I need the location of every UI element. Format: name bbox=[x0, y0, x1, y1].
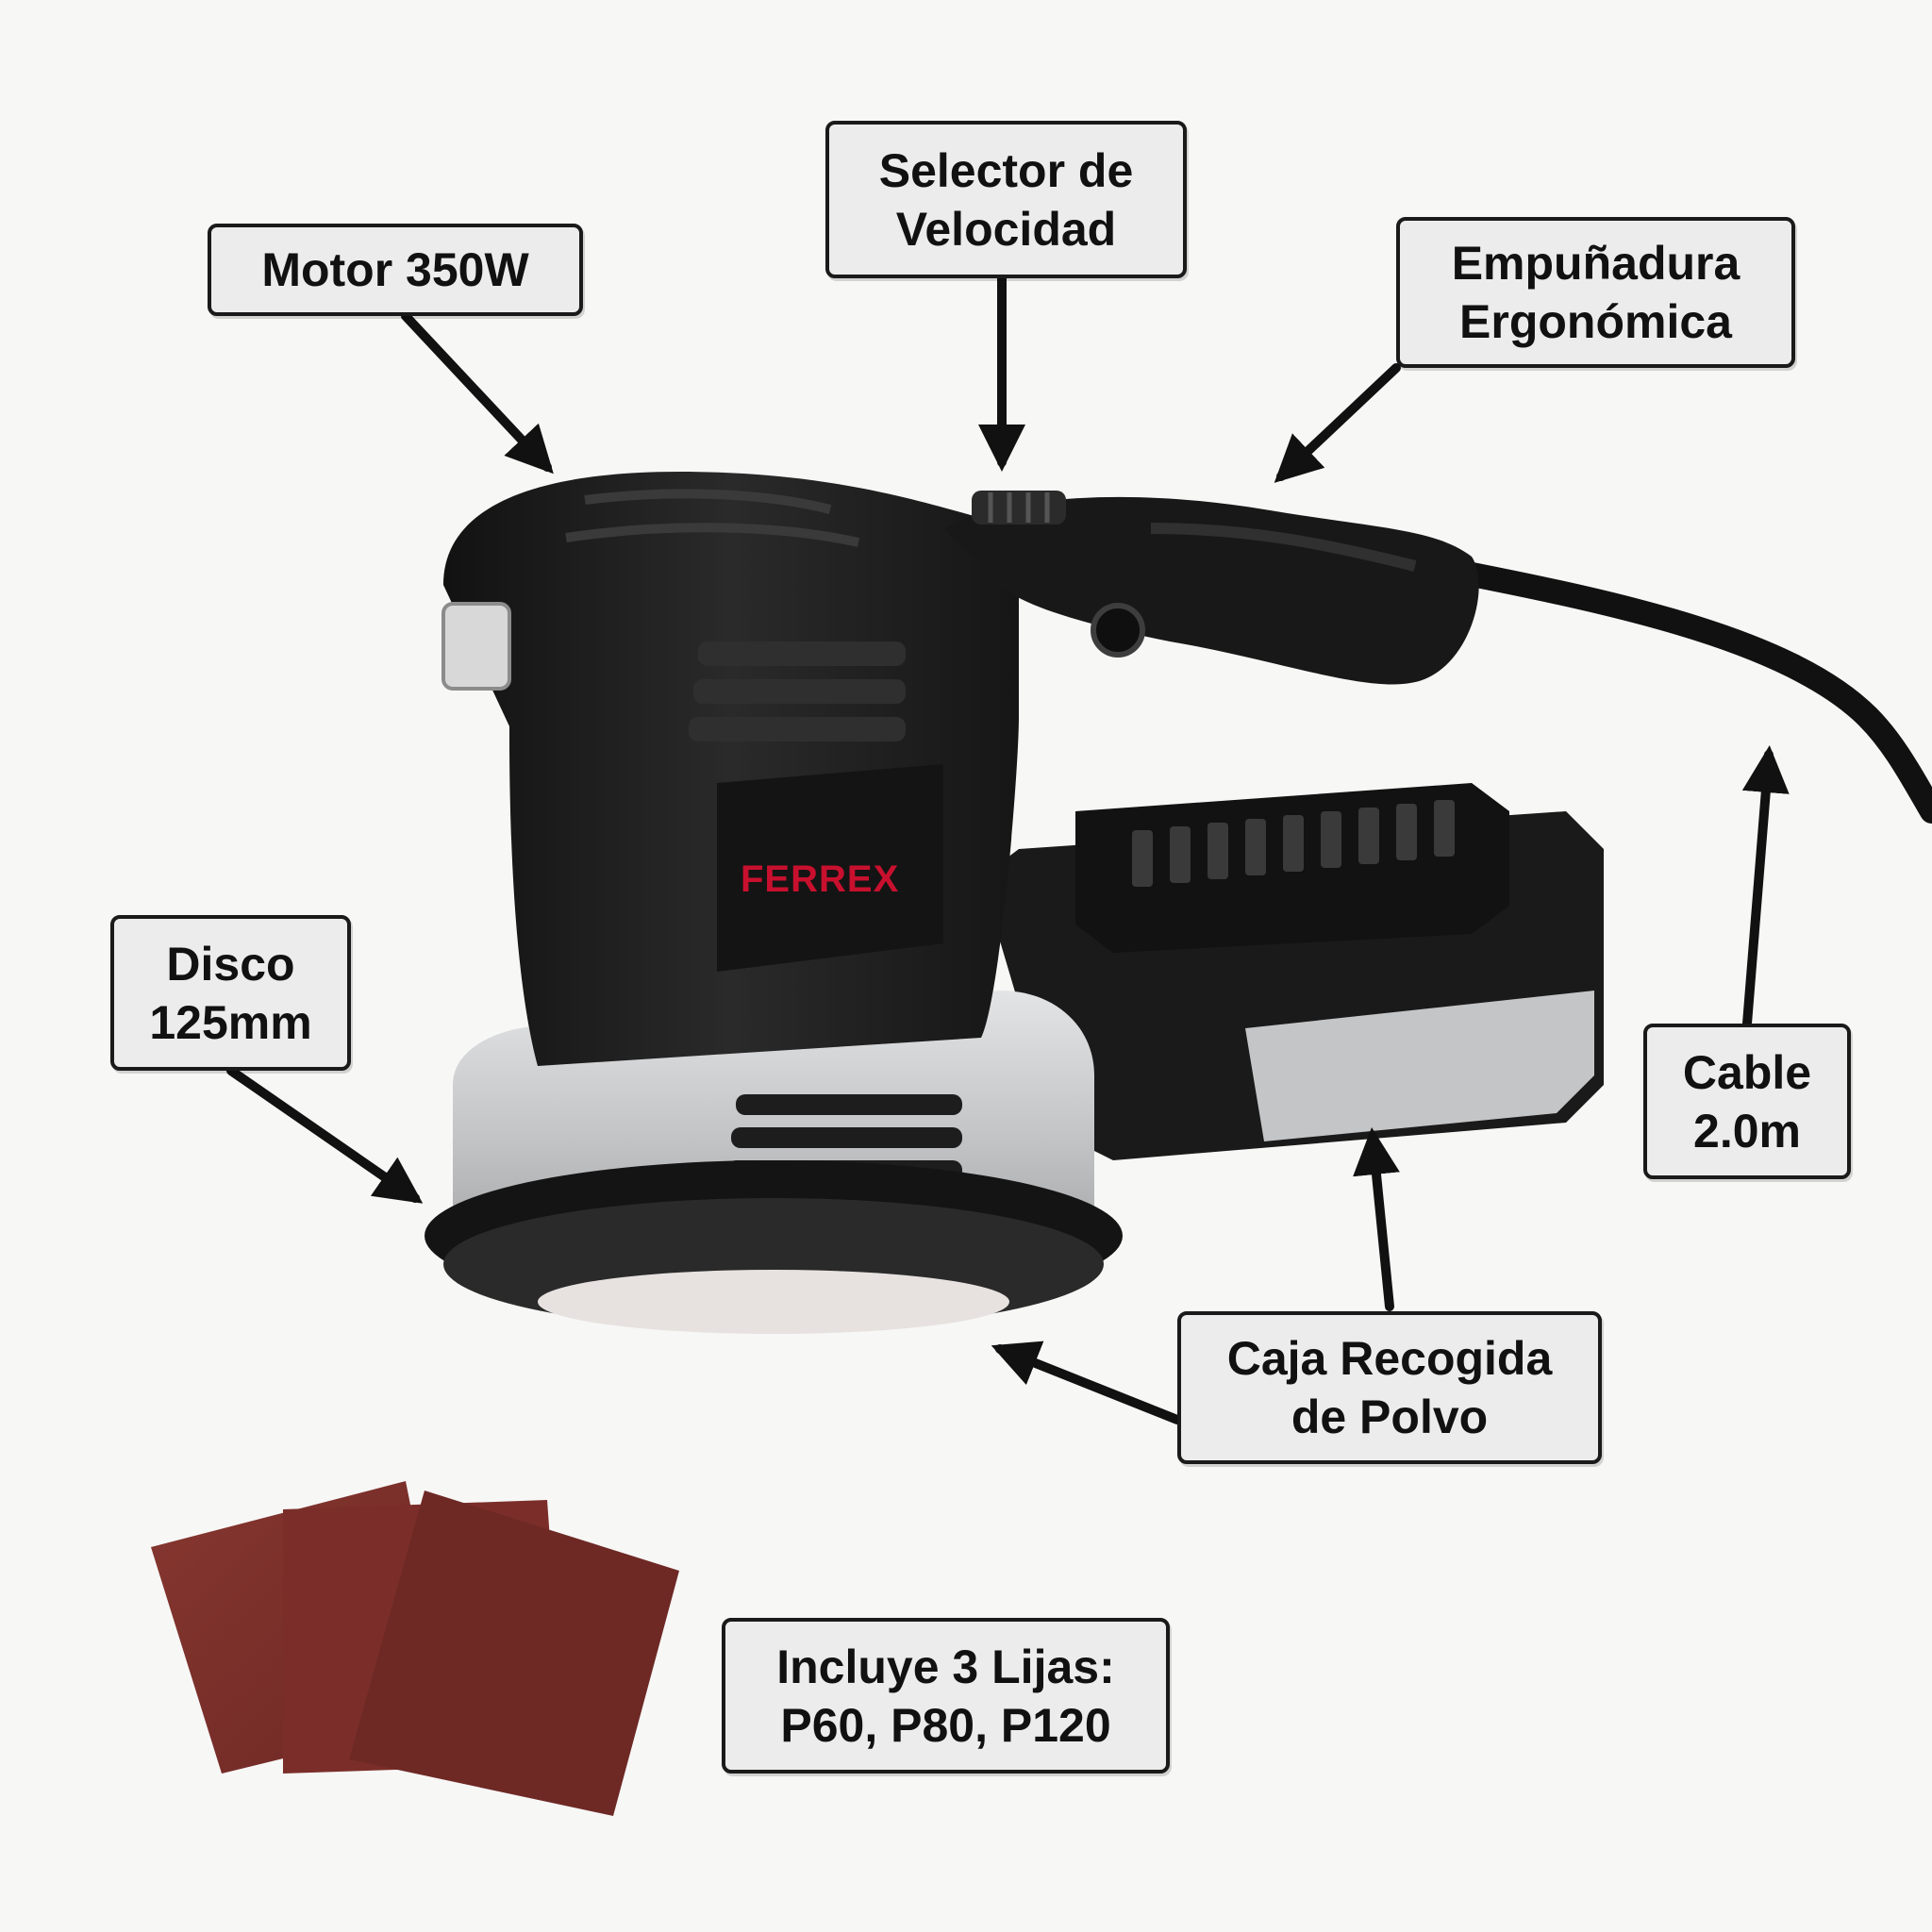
brand-badge: FERREX bbox=[717, 764, 943, 972]
speed-dial bbox=[972, 491, 1066, 525]
lock-button bbox=[1091, 603, 1145, 658]
callout-disc-line-2: 125mm bbox=[149, 995, 312, 1049]
callout-speed-line-2: Velocidad bbox=[895, 202, 1117, 256]
callout-motor: Motor 350W bbox=[208, 224, 583, 316]
callout-cable: Cable 2.0m bbox=[1643, 1024, 1851, 1179]
sandpaper-sheets bbox=[151, 1481, 679, 1816]
arrow-icon bbox=[1741, 745, 1790, 1028]
arrow-icon bbox=[991, 1341, 1182, 1424]
callout-disc-line-1: Disco bbox=[166, 937, 295, 991]
front-light-window bbox=[441, 602, 511, 691]
callout-grip-line-1: Empuñadura bbox=[1451, 237, 1740, 290]
callout-arrows bbox=[226, 274, 1790, 1424]
motor-top-ribs bbox=[565, 489, 860, 547]
callout-cable-line-2: 2.0m bbox=[1693, 1104, 1801, 1158]
dust-box-vents bbox=[1132, 800, 1455, 887]
callout-motor-line-1: Motor 350W bbox=[261, 243, 529, 296]
arrow-icon bbox=[1353, 1127, 1400, 1311]
callout-disc: Disco 125mm bbox=[110, 915, 351, 1071]
dust-box bbox=[981, 783, 1604, 1160]
motor-vents bbox=[689, 641, 906, 741]
callout-dust-line-2: de Polvo bbox=[1291, 1391, 1489, 1443]
callout-dust-line-1: Caja Recogida bbox=[1226, 1332, 1553, 1385]
handle-grip-ribs bbox=[1150, 523, 1417, 572]
callout-sandpaper-line-2: P60, P80, P120 bbox=[780, 1698, 1111, 1752]
power-cable bbox=[1441, 558, 1932, 824]
sandpaper-sheet-icon bbox=[349, 1491, 679, 1816]
sanding-pad bbox=[425, 1160, 1123, 1334]
callout-dust-box: Caja Recogida de Polvo bbox=[1177, 1311, 1602, 1464]
callout-sandpaper: Incluye 3 Lijas: P60, P80, P120 bbox=[722, 1618, 1170, 1774]
arrow-icon bbox=[401, 311, 554, 475]
callout-ergonomic-grip: Empuñadura Ergonómica bbox=[1396, 217, 1795, 368]
brand-logo: FERREX bbox=[741, 858, 899, 900]
callout-sandpaper-line-1: Incluye 3 Lijas: bbox=[776, 1640, 1115, 1693]
arrow-icon bbox=[1274, 363, 1401, 483]
callout-cable-line-1: Cable bbox=[1682, 1045, 1812, 1099]
callout-speed-line-1: Selector de bbox=[878, 143, 1134, 197]
callout-grip-line-2: Ergonómica bbox=[1459, 295, 1732, 348]
callout-speed-selector: Selector de Velocidad bbox=[825, 121, 1187, 278]
handle bbox=[943, 496, 1479, 685]
arrow-icon bbox=[226, 1066, 424, 1204]
